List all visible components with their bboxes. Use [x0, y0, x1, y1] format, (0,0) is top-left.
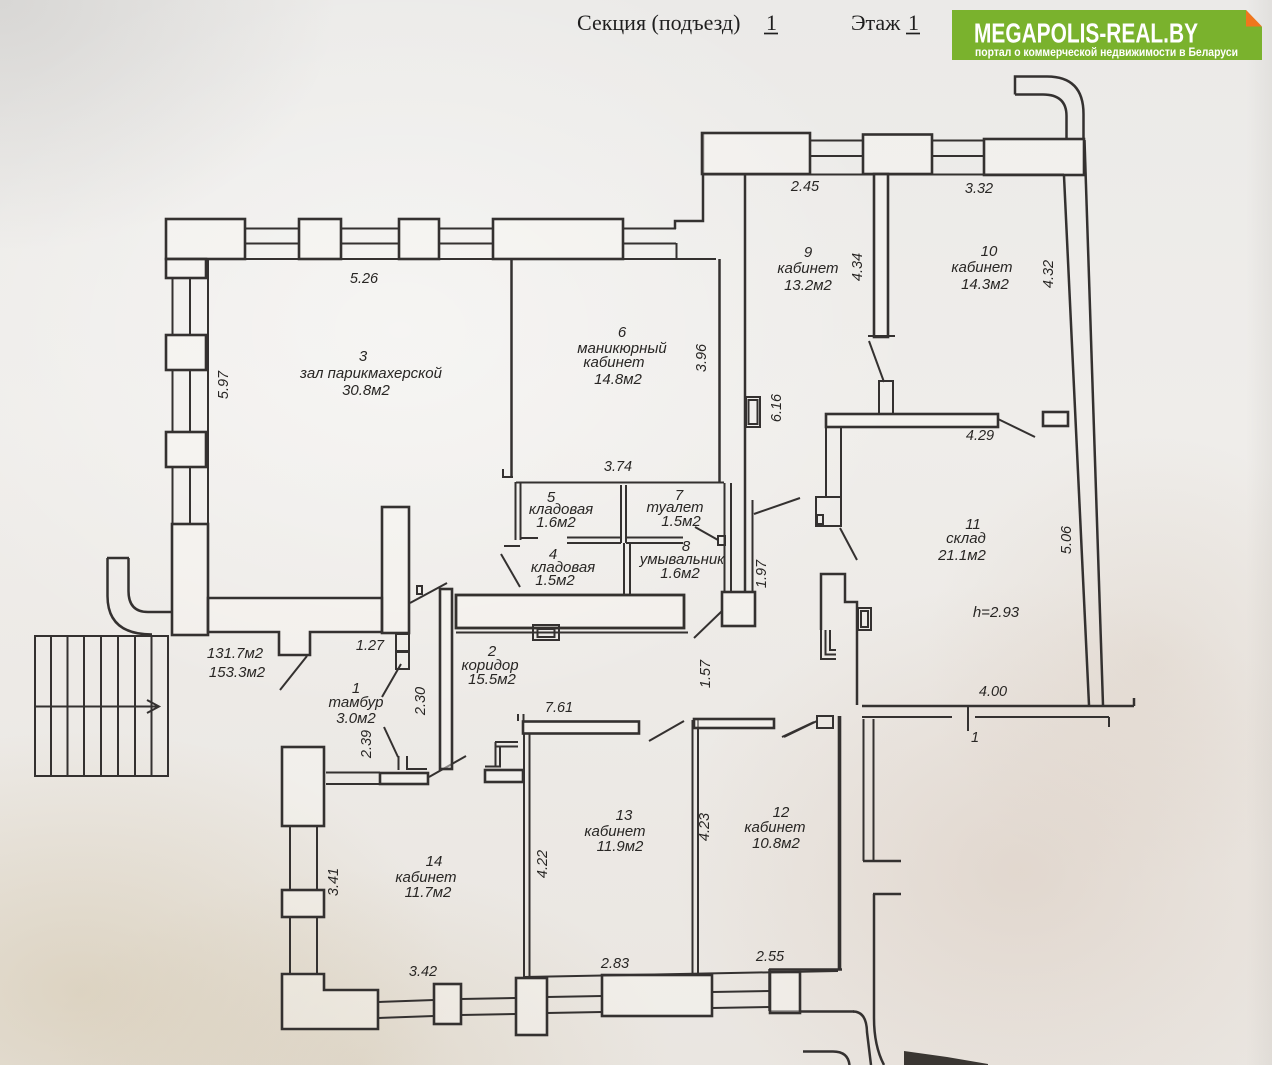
svg-text:3: 3 [359, 348, 368, 365]
svg-text:4.23: 4.23 [697, 813, 713, 841]
svg-text:5.06: 5.06 [1059, 525, 1075, 554]
svg-text:14: 14 [426, 853, 443, 870]
svg-text:кабинет: кабинет [951, 259, 1012, 276]
svg-text:4.29: 4.29 [966, 428, 994, 444]
svg-text:7: 7 [675, 487, 684, 504]
svg-text:8: 8 [682, 538, 691, 555]
svg-text:2.39: 2.39 [359, 730, 375, 759]
svg-text:6: 6 [618, 324, 627, 341]
svg-text:14.3м2: 14.3м2 [961, 276, 1009, 293]
svg-text:1.5м2: 1.5м2 [535, 572, 575, 589]
svg-text:зал парикмахерской: зал парикмахерской [299, 365, 443, 382]
svg-text:4.34: 4.34 [850, 253, 866, 281]
svg-text:маникюрный: маникюрный [577, 340, 667, 357]
svg-text:кабинет: кабинет [777, 260, 838, 277]
svg-text:14.8м2: 14.8м2 [594, 371, 642, 388]
svg-text:5.97: 5.97 [216, 370, 232, 399]
svg-text:3.41: 3.41 [326, 868, 342, 896]
svg-text:15.5м2: 15.5м2 [468, 671, 516, 688]
svg-text:3.96: 3.96 [694, 343, 710, 372]
svg-text:4.32: 4.32 [1041, 260, 1057, 288]
svg-text:1: 1 [971, 730, 979, 746]
svg-text:30.8м2: 30.8м2 [342, 382, 390, 399]
svg-text:4: 4 [549, 546, 557, 563]
svg-text:2.83: 2.83 [600, 956, 629, 972]
svg-text:1.6м2: 1.6м2 [660, 565, 700, 582]
svg-text:Секция (подъезд): Секция (подъезд) [577, 10, 740, 35]
svg-text:131.7м2: 131.7м2 [207, 645, 264, 662]
svg-text:10.8м2: 10.8м2 [752, 835, 800, 852]
svg-text:13.2м2: 13.2м2 [784, 277, 832, 294]
svg-text:кладовая: кладовая [529, 501, 593, 518]
svg-text:3.0м2: 3.0м2 [336, 710, 376, 727]
svg-text:1.27: 1.27 [356, 638, 385, 654]
svg-text:MEGAPOLIS-REAL.BY: MEGAPOLIS-REAL.BY [974, 18, 1198, 49]
svg-text:1.5м2: 1.5м2 [661, 513, 701, 530]
svg-text:кладовая: кладовая [531, 559, 595, 576]
svg-text:1: 1 [766, 10, 777, 35]
svg-text:Этаж: Этаж [851, 10, 901, 35]
svg-text:2.45: 2.45 [790, 179, 820, 195]
svg-text:1: 1 [908, 10, 919, 35]
svg-text:2.55: 2.55 [755, 949, 785, 965]
svg-text:11.9м2: 11.9м2 [597, 838, 644, 855]
svg-text:1.97: 1.97 [754, 559, 770, 588]
svg-text:коридор: коридор [461, 657, 518, 674]
svg-text:153.3м2: 153.3м2 [209, 664, 266, 681]
svg-text:4.22: 4.22 [535, 850, 551, 878]
svg-text:3.32: 3.32 [965, 181, 993, 197]
svg-text:кабинет: кабинет [395, 869, 456, 886]
svg-text:13: 13 [616, 807, 633, 824]
svg-text:11.7м2: 11.7м2 [405, 884, 452, 901]
svg-text:умывальник: умывальник [639, 551, 725, 568]
svg-text:3.74: 3.74 [604, 459, 632, 475]
svg-text:туалет: туалет [647, 499, 704, 516]
svg-text:тамбур: тамбур [329, 694, 384, 711]
svg-text:9: 9 [804, 244, 813, 261]
svg-text:2.30: 2.30 [413, 687, 429, 716]
svg-text:7.61: 7.61 [545, 700, 573, 716]
svg-text:1.6м2: 1.6м2 [536, 514, 576, 531]
svg-text:3.42: 3.42 [409, 964, 437, 980]
svg-text:21.1м2: 21.1м2 [937, 547, 986, 564]
svg-text:6.16: 6.16 [769, 393, 785, 422]
svg-text:1: 1 [352, 680, 360, 697]
svg-text:кабинет: кабинет [584, 823, 645, 840]
svg-text:h=2.93: h=2.93 [973, 604, 1020, 621]
svg-text:4.00: 4.00 [979, 684, 1007, 700]
svg-text:кабинет: кабинет [744, 819, 805, 836]
svg-text:кабинет: кабинет [583, 354, 644, 371]
svg-text:5: 5 [547, 489, 556, 506]
svg-text:2: 2 [487, 643, 497, 660]
svg-text:10: 10 [981, 243, 998, 260]
svg-text:11: 11 [965, 516, 981, 533]
svg-text:склад: склад [946, 530, 986, 547]
svg-text:портал о коммерческой недвижим: портал о коммерческой недвижимости в Бел… [975, 45, 1238, 59]
svg-text:12: 12 [773, 804, 790, 821]
svg-text:1.57: 1.57 [698, 659, 714, 688]
svg-text:5.26: 5.26 [350, 271, 379, 287]
